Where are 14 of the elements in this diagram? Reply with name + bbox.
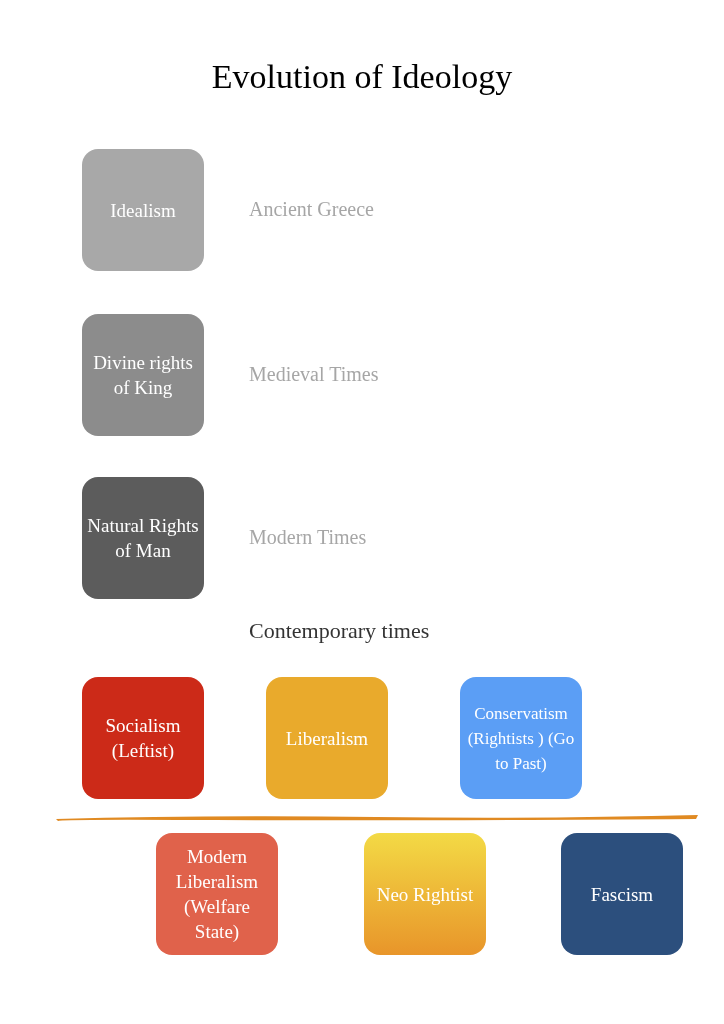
ideology-box: Modern Liberalism (Welfare State) — [156, 833, 278, 955]
ideology-box: Liberalism — [266, 677, 388, 799]
title: Evolution of Ideology — [210, 58, 514, 96]
era-label: Medieval Times — [249, 363, 379, 386]
ideology-box: Divine rights of King — [82, 314, 204, 436]
ideology-box: Socialism (Leftist) — [82, 677, 204, 799]
ideology-box: Conservatism (Rightists ) (Go to Past) — [460, 677, 582, 799]
era-label: Ancient Greece — [249, 198, 374, 221]
ideology-box: Natural Rights of Man — [82, 477, 204, 599]
ideology-box: Neo Rightist — [364, 833, 486, 955]
ideology-box: Idealism — [82, 149, 204, 271]
ideology-box: Fascism — [561, 833, 683, 955]
era-label: Modern Times — [249, 526, 367, 549]
section-heading: Contemporary times — [249, 618, 430, 644]
